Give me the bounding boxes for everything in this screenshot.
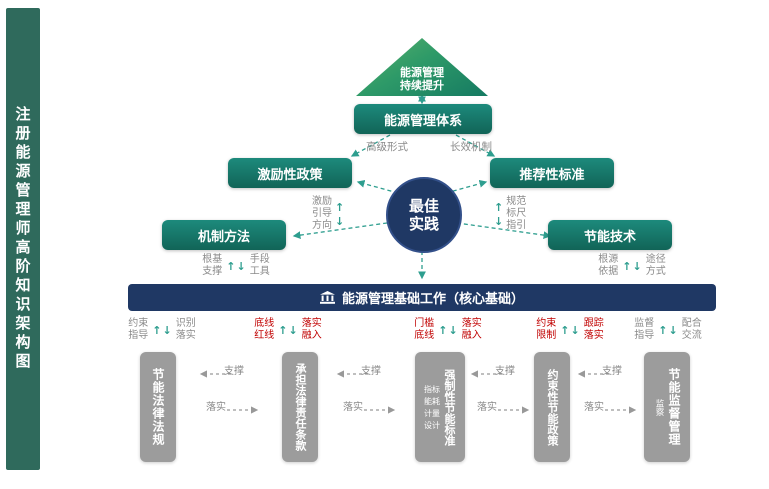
advanced-form-label: 高级形式 (366, 141, 408, 153)
up-down-arrows-icon: ↑ ↓ (658, 324, 677, 337)
sub-design: 设计 (424, 420, 440, 430)
up-arrow-icon: ↑ (152, 323, 162, 337)
up-arrow-icon: ↑ (278, 323, 288, 337)
down-arrow-icon: ↓ (162, 323, 172, 337)
pillar-binding-policy-label: 约束性节能政策 (546, 368, 559, 446)
up-arrow-icon: ↑ (560, 323, 570, 337)
up-arrow-icon: ↑ (438, 323, 448, 337)
sub-indicator: 指标 (424, 384, 440, 394)
gap3-implement-label: 落实 (477, 402, 497, 413)
up-arrow-icon: ↑ (226, 259, 236, 273)
link-pair-4-right: 跟踪 落实 (583, 318, 604, 341)
recommended-standard-box: 推荐性标准 (490, 158, 614, 188)
pyramid-top: 能源管理 持续提升 (356, 38, 488, 96)
foundation-support-label: 根基 支撑 (202, 254, 223, 277)
gap1-implement-label: 落实 (206, 402, 226, 413)
incentive-policy-box: 激励性政策 (228, 158, 352, 188)
pyramid-label: 能源管理 持续提升 (400, 66, 444, 92)
pillar-binding-policy: 约束性节能政策 (534, 352, 570, 462)
down-arrow-icon: ↓ (570, 323, 580, 337)
link-pair-3-left: 门槛 底线 (414, 318, 435, 341)
gap4-support-label: 支撑 (602, 366, 622, 377)
link-pair-1: 约束 指导 ↑ ↓ 识别 落实 (116, 318, 208, 342)
link-pair-4: 约束 限制 ↑ ↓ 跟踪 落实 (524, 318, 616, 342)
pillar-supervision: 监察 节能监督管理 (644, 352, 690, 462)
building-icon (319, 291, 335, 304)
pillar-mandatory-standards: 指标 能耗 计量 设计 强制性节能标准 (415, 352, 465, 462)
down-arrow-icon: ↓ (335, 214, 345, 228)
up-arrow-icon: ↑ (494, 200, 504, 214)
pillar-laws: 节能法律法规 (140, 352, 176, 462)
sidebar-title: 注册能源管理师高阶知识架构图 (6, 8, 40, 470)
long-term-mechanism-label: 长效机制 (450, 141, 492, 153)
link-pair-3: 门槛 底线 ↑ ↓ 落实 融入 (402, 318, 494, 342)
mechanism-method-box: 机制方法 (162, 220, 286, 250)
down-arrow-icon: ↓ (494, 214, 504, 228)
link-pair-3-right: 落实 融入 (461, 318, 482, 341)
up-arrow-icon: ↑ (335, 200, 345, 214)
down-arrow-icon: ↓ (668, 323, 678, 337)
path-method-label: 途径 方式 (645, 254, 666, 277)
incentive-guide-direction-label: 激励 引导 方向 (312, 196, 332, 231)
sub-consumption: 能耗 (424, 396, 440, 406)
gap2-implement-label: 落实 (343, 402, 363, 413)
link-pair-5: 监督 指导 ↑ ↓ 配合 交流 (622, 318, 714, 342)
up-down-arrows-icon: ↑ ↓ (438, 324, 457, 337)
pillar-liability-label: 承担法律责任条款 (294, 363, 307, 451)
energy-saving-tech-box: 节能技术 (548, 220, 672, 250)
gap1-support-label: 支撑 (224, 366, 244, 377)
pillar-supervision-label: 节能监督管理 (667, 368, 681, 446)
up-down-arrows-icon: ↑ ↓ (494, 201, 503, 228)
tech-sub-labels: 根源 依据 ↑ ↓ 途径 方式 (576, 254, 688, 278)
up-arrow-icon: ↑ (622, 259, 632, 273)
up-down-arrows-icon: ↑ ↓ (226, 260, 245, 273)
up-down-arrows-icon: ↑ ↓ (335, 201, 344, 228)
method-sub-labels: 根基 支撑 ↑ ↓ 手段 工具 (180, 254, 292, 278)
link-pair-1-right: 识别 落实 (175, 318, 196, 341)
standard-ruler-guide-label: 规范 标尺 指引 (506, 196, 527, 231)
link-pair-5-right: 配合 交流 (681, 318, 702, 341)
link-pair-5-left: 监督 指导 (634, 318, 655, 341)
means-tools-label: 手段 工具 (249, 254, 270, 277)
up-down-arrows-icon: ↑ ↓ (278, 324, 297, 337)
incentive-guide-direction-group: 激励 引导 方向 ↑ ↓ (312, 196, 344, 232)
down-arrow-icon: ↓ (236, 259, 246, 273)
link-pair-1-left: 约束 指导 (128, 318, 149, 341)
gap3-support-label: 支撑 (495, 366, 515, 377)
pillar-standards-sublabels: 指标 能耗 计量 设计 (424, 385, 440, 430)
link-pair-2: 底线 红线 ↑ ↓ 落实 融入 (242, 318, 334, 342)
pillar-liability: 承担法律责任条款 (282, 352, 318, 462)
up-down-arrows-icon: ↑ ↓ (152, 324, 171, 337)
sub-metering: 计量 (424, 408, 440, 418)
pillar-supervision-sublabel: 监察 (654, 398, 664, 416)
pillar-standards-label: 强制性节能标准 (443, 368, 456, 446)
down-arrow-icon: ↓ (288, 323, 298, 337)
energy-management-system-box: 能源管理体系 (354, 104, 492, 134)
down-arrow-icon: ↓ (632, 259, 642, 273)
best-practice-circle: 最佳 实践 (386, 177, 462, 253)
standard-ruler-guide-group: ↑ ↓ 规范 标尺 指引 (494, 196, 526, 232)
gap2-support-label: 支撑 (361, 366, 381, 377)
pillar-laws-label: 节能法律法规 (151, 368, 165, 446)
link-pair-2-right: 落实 融入 (301, 318, 322, 341)
foundation-bar: 能源管理基础工作（核心基础） (128, 284, 716, 311)
down-arrow-icon: ↓ (448, 323, 458, 337)
root-basis-label: 根源 依据 (598, 254, 619, 277)
up-down-arrows-icon: ↑ ↓ (560, 324, 579, 337)
link-pair-4-left: 约束 限制 (536, 318, 557, 341)
link-pair-2-left: 底线 红线 (254, 318, 275, 341)
gap4-implement-label: 落实 (584, 402, 604, 413)
up-arrow-icon: ↑ (658, 323, 668, 337)
foundation-bar-label: 能源管理基础工作（核心基础） (341, 292, 524, 307)
up-down-arrows-icon: ↑ ↓ (622, 260, 641, 273)
